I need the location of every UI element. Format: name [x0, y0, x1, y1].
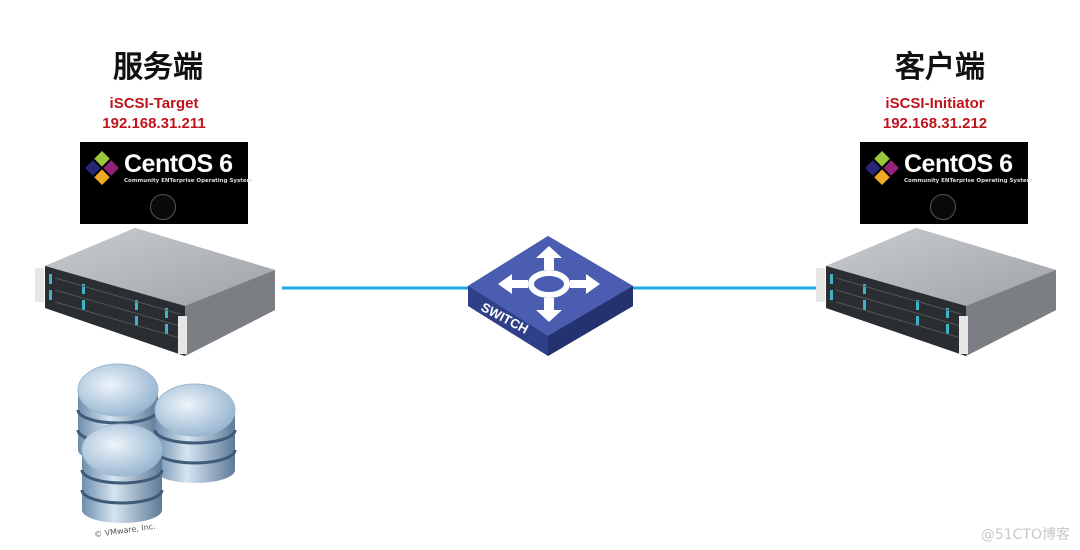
- server-os-panel: CentOS 6 Community ENTerprise Operating …: [80, 142, 252, 224]
- server-side-title: 服务端: [113, 50, 203, 85]
- storage-disks-icon: [76, 362, 237, 525]
- switch-icon: SWITCH: [468, 236, 633, 356]
- server-os-subtitle: Community ENTerprise Operating System: [124, 178, 253, 184]
- server-ip-label: 192.168.31.211: [102, 115, 206, 132]
- power-button-icon: [930, 194, 956, 220]
- client-side-title: 客户端: [895, 50, 985, 85]
- client-ip-label: 192.168.31.212: [882, 115, 988, 132]
- centos-logo-icon: [865, 151, 899, 185]
- initiator-server-icon: [815, 227, 1057, 357]
- power-button-icon: [150, 194, 176, 220]
- client-os-name: CentOS 6: [904, 150, 1013, 178]
- server-os-name: CentOS 6: [124, 150, 233, 178]
- client-os-panel: CentOS 6 Community ENTerprise Operating …: [860, 142, 1032, 224]
- client-os-subtitle: Community ENTerprise Operating System: [904, 178, 1033, 184]
- target-server-icon: [34, 227, 276, 357]
- client-role-label: iSCSI-Initiator: [885, 95, 985, 112]
- centos-logo-icon: [85, 151, 119, 185]
- server-role-label: iSCSI-Target: [109, 95, 199, 112]
- watermark: @51CTO博客: [980, 527, 1070, 543]
